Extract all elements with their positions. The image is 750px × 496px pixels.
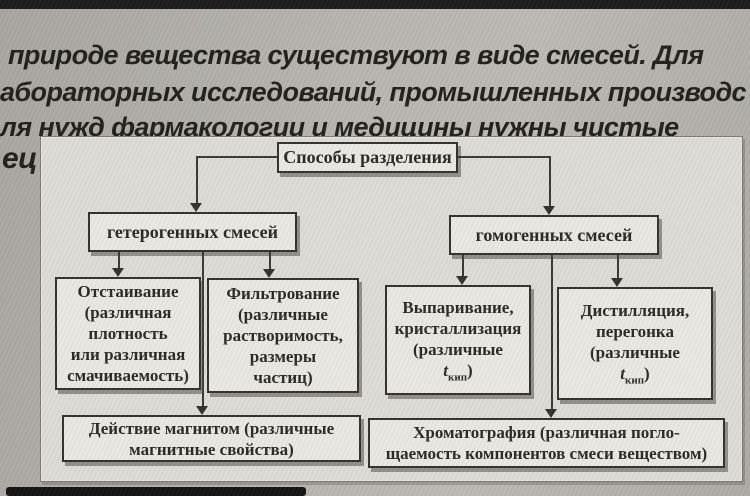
boiling-point-formula: tкип) — [443, 360, 472, 383]
method-line: Отстаивание — [77, 282, 179, 301]
method-line: смачиваемость) — [67, 366, 189, 385]
arrow-down-icon — [456, 276, 468, 285]
branch-box-homogeneous: гомогенных смесей — [449, 215, 659, 255]
connector-evaporation-v — [462, 255, 464, 278]
branch-label: гомогенных смесей — [475, 224, 633, 245]
method-line: (различные — [413, 339, 503, 359]
method-line: щаемость компонентов смеси веществом) — [385, 444, 708, 463]
connector-root-left-v — [196, 156, 198, 204]
method-line: Дистилляция, — [580, 301, 690, 321]
connector-distillation-v — [617, 255, 619, 280]
root-label: Способы разделения — [283, 147, 452, 167]
arrow-down-icon — [611, 278, 623, 287]
arrow-down-icon — [196, 406, 208, 415]
paren-close: ) — [644, 364, 650, 384]
method-box-chromatography: Хроматография (различная погло- щаемость… — [368, 418, 725, 468]
method-box-distillation: Дистилляция, перегонка (различные tкип) — [557, 287, 713, 400]
arrow-down-icon — [263, 269, 275, 278]
method-line: плотность — [88, 324, 168, 343]
method-line: перегонка — [596, 322, 674, 342]
branch-box-heterogeneous: гетерогенных смесей — [88, 212, 297, 252]
arrow-down-icon — [543, 206, 555, 215]
method-line: частиц) — [253, 368, 313, 387]
method-line: или различная — [70, 345, 186, 364]
t-symbol: t — [620, 364, 626, 384]
intro-line-1: природе вещества существуют в виде смесе… — [8, 40, 704, 70]
method-line: растворимость, — [223, 326, 343, 345]
method-line: Действие магнитом (различные — [88, 418, 335, 438]
method-box-settling: Отстаивание (различная плотность или раз… — [55, 277, 201, 390]
method-box-filtration: Фильтрование (различные растворимость, р… — [207, 278, 359, 393]
paren-close: ) — [467, 360, 473, 380]
screen-top-bezel — [0, 0, 750, 9]
method-line: Фильтрование — [226, 284, 340, 303]
intro-line-2: абораторных исследований, промышленных п… — [0, 77, 747, 107]
method-line: (различная — [84, 303, 172, 322]
method-box-evaporation: Выпаривание, кристаллизация (различные t… — [385, 285, 531, 395]
boiling-point-formula: tкип) — [620, 363, 649, 386]
arrow-down-icon — [190, 203, 202, 212]
method-line: Выпаривание, — [402, 297, 514, 317]
connector-settling-v — [118, 252, 120, 270]
connector-magnet-v — [202, 252, 204, 408]
method-box-magnet: Действие магнитом (различные магнитные с… — [62, 415, 361, 462]
t-subscript: кип — [625, 374, 645, 387]
arrow-down-icon — [545, 409, 557, 418]
method-line: (различные — [238, 305, 328, 324]
t-subscript: кип — [448, 371, 468, 384]
connector-root-right-v — [549, 156, 551, 207]
t-symbol: t — [443, 360, 449, 380]
connector-chromatography-v — [551, 255, 553, 411]
screen-bottom-bezel — [6, 487, 306, 496]
method-line: магнитные свойства) — [129, 439, 294, 459]
method-line: (различные — [590, 343, 680, 363]
method-line: Хроматография (различная погло- — [413, 423, 680, 442]
connector-filtration-v — [269, 252, 271, 271]
flowchart-root-box: Способы разделения — [277, 142, 458, 173]
intro-line-4-fragment: ец — [2, 142, 37, 175]
method-line: размеры — [249, 347, 317, 366]
method-line: кристаллизация — [394, 318, 522, 338]
connector-root-right-h — [458, 156, 550, 158]
connector-root-left-h — [197, 156, 277, 158]
arrow-down-icon — [112, 268, 124, 277]
branch-label: гетерогенных смесей — [106, 221, 279, 242]
